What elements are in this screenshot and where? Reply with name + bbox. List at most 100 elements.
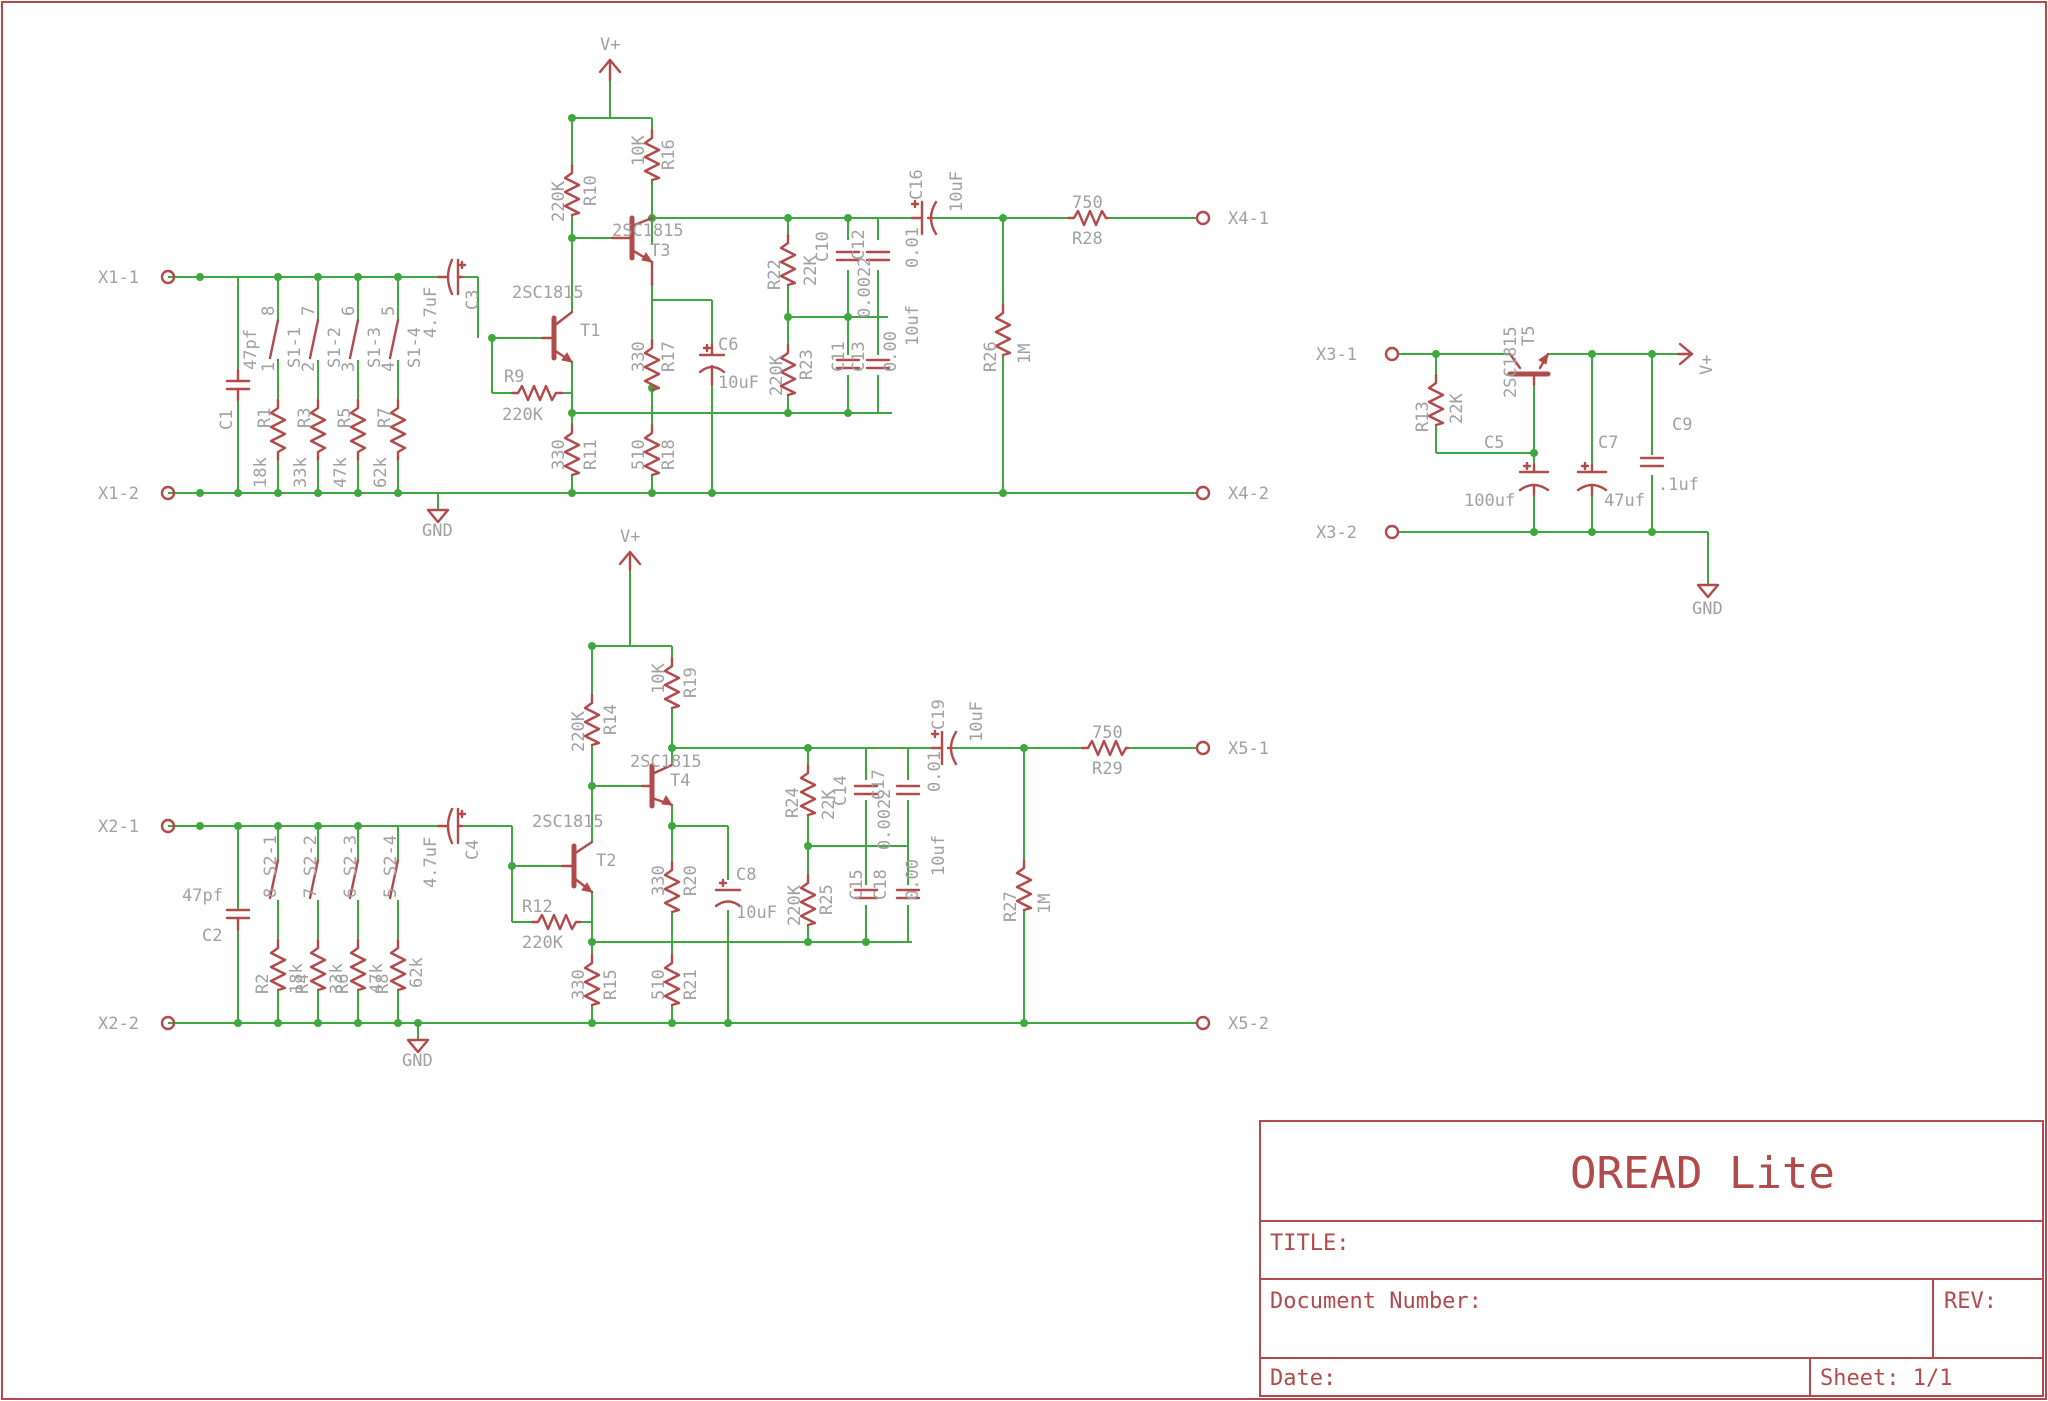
r21-name: R21 bbox=[681, 969, 701, 1000]
c12-value: 0.01 bbox=[903, 227, 923, 268]
capacitor-c15 bbox=[853, 888, 879, 900]
vplus-arrow-stage2 bbox=[618, 550, 642, 572]
c16-name: C16 bbox=[907, 169, 927, 200]
capacitor-c3 bbox=[436, 258, 467, 296]
r27-name: R27 bbox=[1001, 891, 1021, 922]
port-x5-2: X5-2 bbox=[1228, 1014, 1269, 1034]
c9-name: C9 bbox=[1672, 415, 1692, 435]
c9-value: .1uf bbox=[1658, 475, 1699, 495]
project-title: OREAD Lite bbox=[1570, 1148, 1835, 1199]
resistor-r10 bbox=[563, 163, 581, 217]
c14-name: C14 bbox=[831, 775, 851, 806]
r15-name: R15 bbox=[601, 969, 621, 1000]
r11-name: R11 bbox=[581, 439, 601, 470]
resistor-r1 bbox=[269, 398, 287, 462]
switch-s2-4 bbox=[388, 858, 400, 900]
s1-2-label: S1-2 bbox=[325, 327, 345, 368]
r5-name: R5 bbox=[335, 408, 355, 428]
c8-name: C8 bbox=[736, 865, 756, 885]
resistor-r4 bbox=[309, 938, 327, 992]
capacitor-c19 bbox=[930, 729, 958, 766]
r16-value: 10K bbox=[629, 135, 649, 166]
r13-name: R13 bbox=[1413, 401, 1433, 432]
r18-name: R18 bbox=[659, 439, 679, 470]
sheet-label: Sheet: 1/1 bbox=[1820, 1366, 1952, 1391]
r24-name: R24 bbox=[783, 787, 803, 818]
c18-value: 10uf bbox=[929, 835, 949, 876]
resistor-r5 bbox=[349, 398, 367, 462]
t5-part: 2SC1815 bbox=[1501, 326, 1521, 398]
resistor-r21 bbox=[663, 953, 681, 1007]
t4-name: T4 bbox=[670, 771, 690, 791]
capacitor-c10 bbox=[835, 250, 861, 262]
rev-label: REV: bbox=[1944, 1289, 1997, 1314]
r29-value: 750 bbox=[1092, 723, 1123, 743]
capacitor-c14 bbox=[853, 784, 879, 796]
c4-name: C4 bbox=[463, 840, 483, 860]
r3-value: 33k bbox=[291, 457, 311, 488]
capacitor-c13 bbox=[865, 358, 891, 370]
r29-name: R29 bbox=[1092, 759, 1123, 779]
s1-pin-7: 7 bbox=[299, 306, 319, 316]
c5-value: 100uf bbox=[1464, 491, 1515, 511]
port-x1-1: X1-1 bbox=[98, 268, 139, 288]
s2-2-label: S2-2 bbox=[301, 835, 321, 876]
c10-name: C10 bbox=[813, 231, 833, 262]
port-x5-1: X5-1 bbox=[1228, 739, 1269, 759]
resistor-r8 bbox=[389, 938, 407, 992]
capacitor-c11 bbox=[835, 358, 861, 370]
capacitor-c8 bbox=[714, 878, 742, 908]
t3-name: T3 bbox=[650, 241, 670, 261]
vplus-arrow-stage1 bbox=[598, 58, 622, 82]
port-x4-1: X4-1 bbox=[1228, 209, 1269, 229]
s2-1-label: S2-1 bbox=[261, 835, 281, 876]
r22-name: R22 bbox=[765, 259, 785, 290]
r6-name: R6 bbox=[333, 974, 353, 994]
c6-value: 10uF bbox=[718, 373, 759, 393]
s1-pin-5: 5 bbox=[379, 306, 399, 316]
r7-value: 62k bbox=[371, 457, 391, 488]
gnd-label-stage2: GND bbox=[402, 1051, 433, 1071]
s2-pin-7: 7 bbox=[301, 888, 321, 898]
c19-name: C19 bbox=[929, 699, 949, 730]
vplus-label-regulator: V+ bbox=[1697, 355, 1717, 375]
s2-4-label: S2-4 bbox=[381, 835, 401, 876]
resistor-r18 bbox=[643, 423, 661, 477]
transistor-t2 bbox=[560, 840, 594, 894]
port-connectors bbox=[160, 210, 1400, 1031]
c7-name: C7 bbox=[1598, 433, 1618, 453]
t4-emitter-arrow bbox=[661, 795, 674, 806]
r2-name: R2 bbox=[253, 974, 273, 994]
t1-emitter-arrow bbox=[561, 352, 573, 363]
port-x2-1: X2-1 bbox=[98, 817, 139, 837]
r20-value: 330 bbox=[649, 865, 669, 896]
c2-value: 47pf bbox=[182, 886, 223, 906]
resistor-r2 bbox=[269, 938, 287, 992]
c17-value: 0.01 bbox=[925, 751, 945, 792]
resistor-r13 bbox=[1427, 373, 1445, 427]
c3-name: C3 bbox=[463, 290, 483, 310]
s1-pin-2: 2 bbox=[299, 362, 319, 372]
resistor-r22 bbox=[779, 233, 797, 287]
r7-name: R7 bbox=[375, 408, 395, 428]
r1-value: 18k bbox=[251, 457, 271, 488]
gnd-label-stage1: GND bbox=[422, 521, 453, 541]
c17-name: C17 bbox=[869, 769, 889, 800]
resistor-r25 bbox=[799, 873, 817, 927]
capacitor-c17 bbox=[895, 784, 921, 796]
c3-value: 4.7uF bbox=[421, 287, 441, 338]
r12-name: R12 bbox=[522, 897, 553, 917]
t1-name: T1 bbox=[580, 321, 600, 341]
r19-name: R19 bbox=[681, 667, 701, 698]
c5-name: C5 bbox=[1484, 433, 1504, 453]
c16-value: 10uF bbox=[947, 171, 967, 212]
t5-emitter-arrow bbox=[1538, 352, 1549, 365]
resistor-r17 bbox=[643, 338, 661, 392]
capacitor-c12 bbox=[865, 250, 891, 262]
r26-value: 1M bbox=[1015, 344, 1035, 364]
switch-s1-1 bbox=[268, 318, 280, 362]
r14-name: R14 bbox=[601, 704, 621, 735]
port-x3-2: X3-2 bbox=[1316, 523, 1357, 543]
